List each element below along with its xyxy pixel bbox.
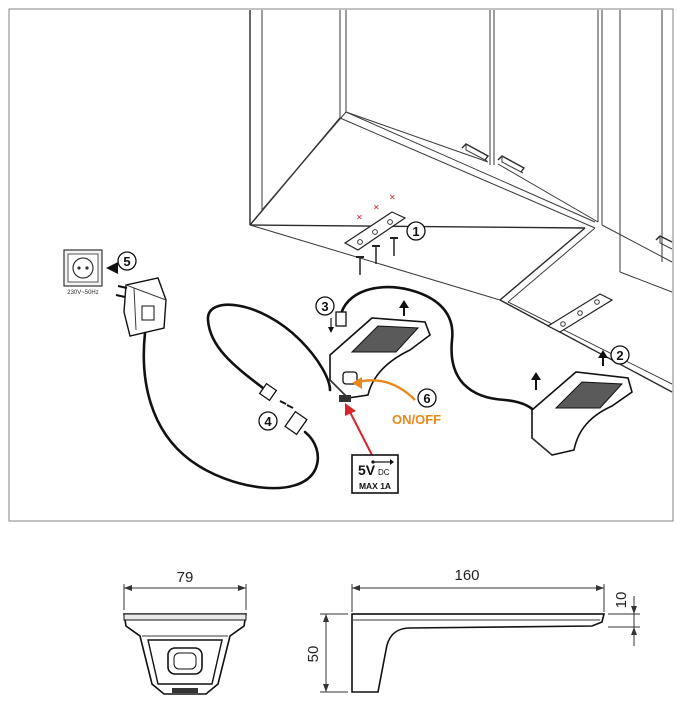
socket-voltage-label: 230V~50Hz — [67, 290, 99, 296]
side-view-drawing — [320, 584, 640, 693]
screws: ✕ ✕ ✕ — [356, 193, 398, 275]
power-adapter — [115, 277, 167, 337]
step-3-connector — [328, 311, 347, 333]
lamp-link-cable — [338, 285, 540, 416]
power-spec-badge: 5V DC MAX 1A — [351, 454, 399, 494]
step-5-marker: 5 — [117, 251, 137, 271]
lamp-2-up-arrow — [531, 372, 541, 390]
badge-voltage: 5V — [358, 462, 376, 478]
svg-text:5: 5 — [123, 254, 130, 269]
svg-text:✕: ✕ — [356, 213, 363, 222]
door-handle-1 — [461, 143, 490, 162]
step-1-marker: 1 — [406, 221, 426, 241]
mounting-plate — [343, 211, 407, 251]
installation-frame — [8, 8, 674, 522]
switch-button — [342, 371, 358, 385]
dim-thickness-label: 10 — [613, 592, 630, 609]
door-handle-2 — [497, 155, 526, 174]
step-3-marker: 3 — [315, 296, 335, 316]
step-2-arrow — [598, 350, 608, 366]
mounting-plate-2 — [546, 293, 614, 333]
dim-width-label: 79 — [177, 569, 194, 586]
step-2-marker: 2 — [610, 345, 630, 365]
dim-height-label: 50 — [305, 646, 322, 663]
adapter-cable — [142, 331, 320, 490]
svg-text:2: 2 — [616, 348, 623, 363]
step-4-marker: 4 — [258, 411, 278, 431]
front-view-drawing — [123, 584, 247, 695]
step-6-marker: 6 — [417, 388, 437, 408]
svg-text:✕: ✕ — [373, 203, 380, 212]
lamp-1-up-arrow — [399, 300, 409, 316]
switch-callout-arrow — [352, 377, 416, 401]
led-lamp-second — [531, 371, 633, 456]
wall-cabinets — [249, 10, 673, 393]
extension-cable — [206, 303, 332, 394]
svg-text:4: 4 — [264, 414, 272, 429]
dim-length-label: 160 — [454, 567, 479, 584]
on-off-label: ON/OFF — [392, 412, 441, 427]
svg-text:1: 1 — [412, 224, 419, 239]
power-input-arrow — [345, 403, 373, 456]
svg-text:3: 3 — [321, 299, 328, 314]
door-handle-3 — [655, 235, 673, 250]
led-lamp-main — [329, 317, 431, 402]
badge-max-current: MAX 1A — [359, 481, 391, 491]
power-socket: 230V~50Hz — [63, 249, 103, 296]
badge-dc: DC — [378, 468, 390, 477]
svg-text:✕: ✕ — [389, 193, 396, 202]
usb-icon — [371, 459, 394, 465]
step-5-arrow — [106, 262, 118, 274]
cable-connector — [258, 382, 308, 436]
svg-text:6: 6 — [423, 391, 430, 406]
